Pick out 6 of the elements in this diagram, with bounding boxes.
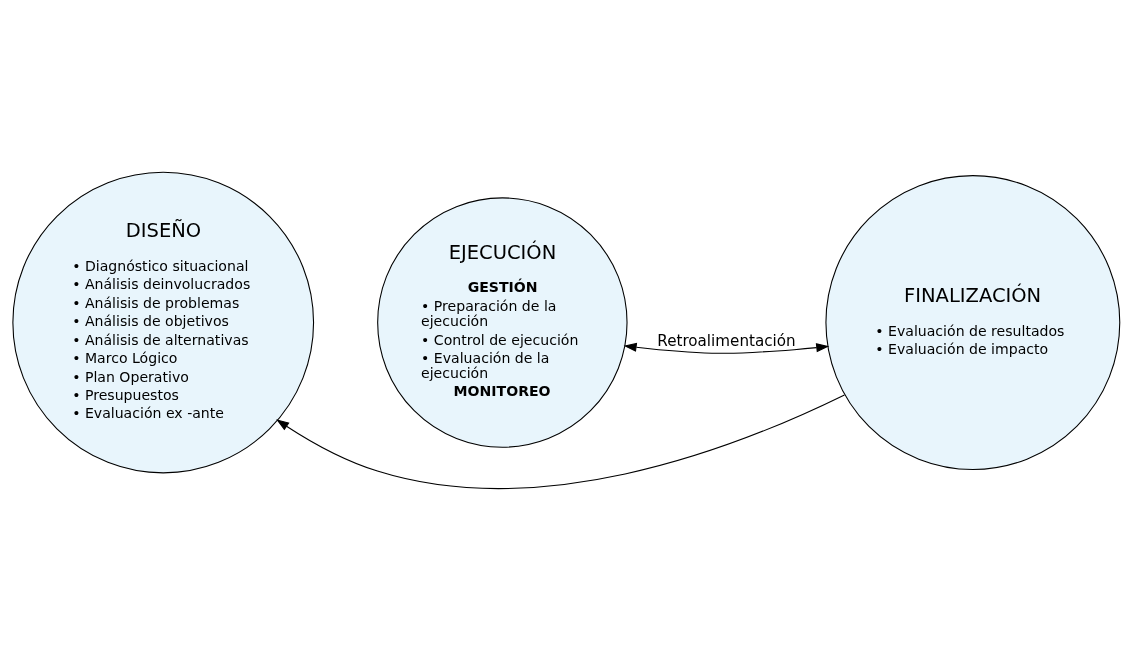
node-circle: FINALIZACIÓN • Evaluación de resultados • Evaluación de impacto [825,174,1121,470]
arrow [276,393,845,489]
edge-label: Retroalimentación [657,331,796,350]
arrow [623,342,830,354]
node-circle: EJECUCIÓN GESTIÓN • Preparación de la ejecución • Control de ejecución • Evaluación de la ejecución MONITOREO [377,196,628,448]
node-circle: DISEÑO • Diagnóstico situacional • Análisis deinvolucrados • Análisis de problemas • Análisis de objetivos • Análisis de alternativas • Marco Lógico • Plan Operativo • Presupuestos • Evaluación ex -ante [12,171,315,473]
